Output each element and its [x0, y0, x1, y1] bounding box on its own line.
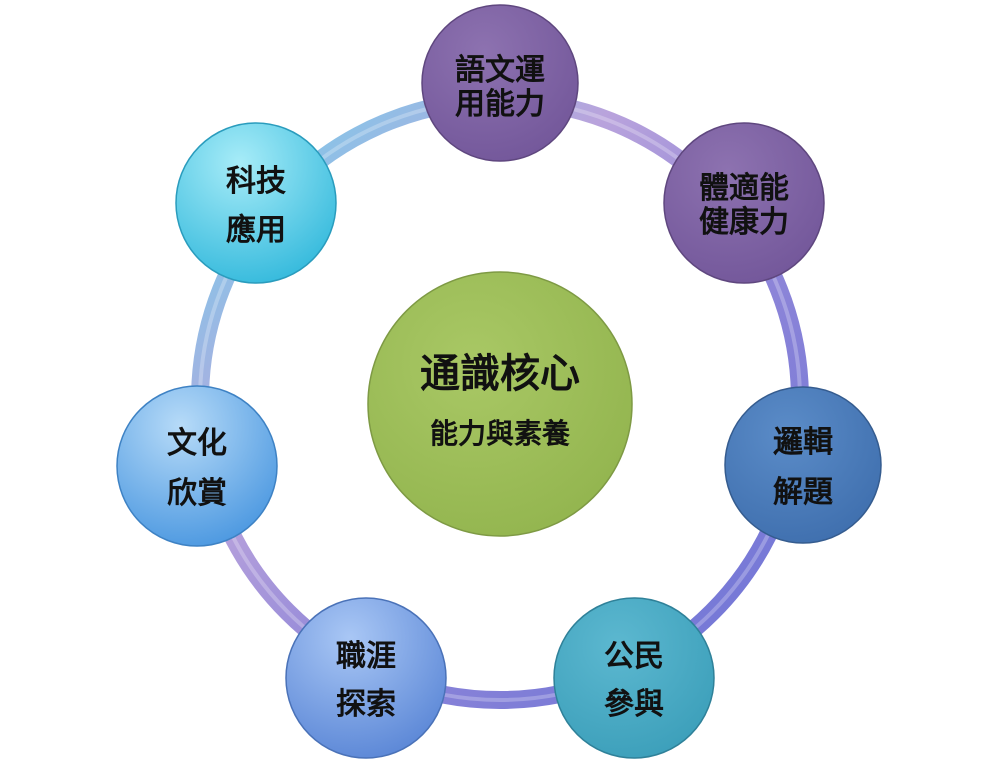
node-tech-line-1: 科技 — [226, 164, 286, 199]
center-circle-shape — [367, 271, 633, 537]
node-culture-circle — [116, 385, 278, 547]
center-subtitle: 能力與素養 — [430, 417, 570, 450]
node-logic: 邏輯 解題 — [724, 386, 882, 544]
node-civic-line-1: 公民 — [604, 639, 664, 674]
node-logic-line-1: 邏輯 — [773, 425, 833, 460]
node-career-circle — [285, 597, 447, 759]
node-logic-line-2: 解題 — [773, 475, 833, 510]
node-fitness-line-2: 健康力 — [699, 205, 789, 240]
node-tech: 科技 應用 — [175, 122, 337, 284]
node-culture-line-1: 文化 — [167, 426, 227, 461]
node-language-circle — [421, 4, 579, 162]
node-civic: 公民 參與 — [553, 597, 715, 759]
node-career-line-2: 探索 — [336, 687, 396, 722]
node-logic-circle — [724, 386, 882, 544]
node-fitness-circle — [663, 122, 825, 284]
node-fitness-line-1: 體適能 — [699, 171, 789, 206]
node-career: 職涯 探索 — [285, 597, 447, 759]
node-career-line-1: 職涯 — [336, 639, 396, 674]
node-culture-line-2: 欣賞 — [167, 476, 227, 511]
node-language: 語文運 用能力 — [421, 4, 579, 162]
node-fitness: 體適能 健康力 — [663, 122, 825, 284]
node-language-line-1: 語文運 — [455, 53, 545, 88]
node-language-line-2: 用能力 — [455, 87, 545, 122]
node-civic-circle — [553, 597, 715, 759]
node-civic-line-2: 參與 — [604, 687, 664, 722]
center-title: 通識核心 — [420, 351, 580, 397]
node-tech-line-2: 應用 — [226, 213, 286, 248]
node-culture: 文化 欣賞 — [116, 385, 278, 547]
center-circle: 通識核心 能力與素養 — [367, 271, 633, 537]
node-tech-circle — [175, 122, 337, 284]
